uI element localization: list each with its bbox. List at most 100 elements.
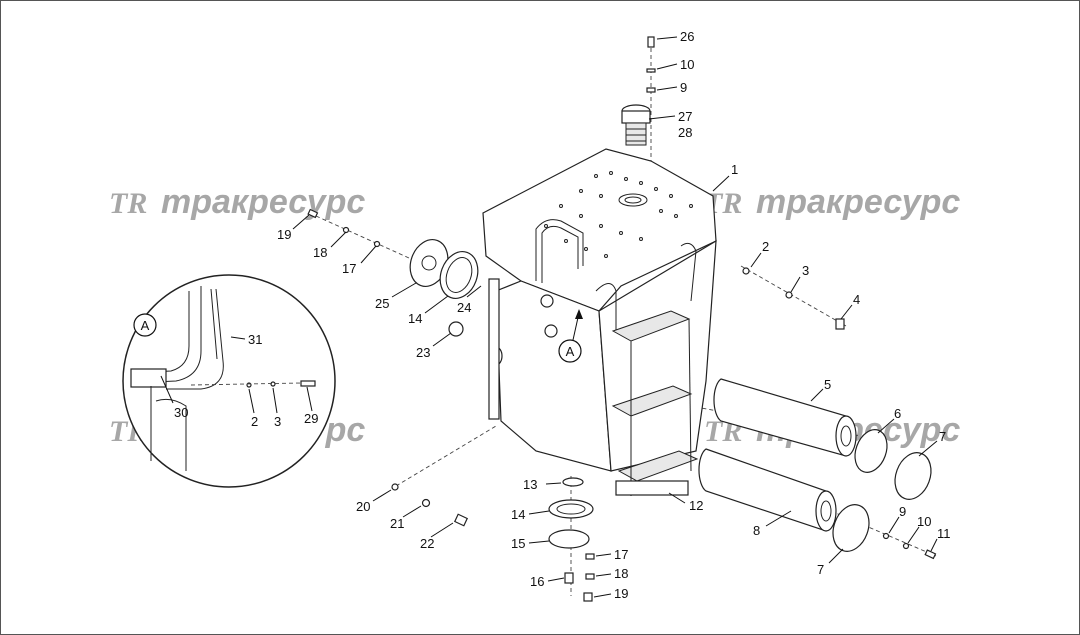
washer-21 xyxy=(421,498,431,508)
callout-2: 2 xyxy=(762,239,769,254)
tank-front xyxy=(495,280,612,472)
view-a-marker: A A xyxy=(133,309,583,363)
filter-element-8 xyxy=(698,448,837,532)
callout-14-lower: 14 xyxy=(511,507,525,522)
callout-23: 23 xyxy=(416,345,430,360)
detail-view-a xyxy=(122,274,336,488)
callout-31: 31 xyxy=(248,332,262,347)
gasket-6 xyxy=(854,429,888,473)
washer-18 xyxy=(342,226,350,234)
washer-2 xyxy=(742,267,750,275)
callout-1: 1 xyxy=(731,162,738,177)
cover-7-lower xyxy=(832,504,870,552)
callout-10: 10 xyxy=(680,57,694,72)
bolt-19 xyxy=(307,208,319,219)
plug-23 xyxy=(448,321,464,337)
screw-26 xyxy=(647,36,655,48)
watermark-1: TR тракресурс xyxy=(109,183,365,221)
top-perforations xyxy=(544,171,693,258)
hydraulic-tank xyxy=(482,148,717,496)
callout-11: 11 xyxy=(937,526,951,541)
handrail-left xyxy=(535,219,584,281)
callout-19: 19 xyxy=(277,227,291,242)
watermark-logo: TR xyxy=(109,187,147,220)
callout-5: 5 xyxy=(824,377,831,392)
seal-13 xyxy=(562,477,584,487)
callout-15: 15 xyxy=(511,536,525,551)
callout-30: 30 xyxy=(174,405,188,420)
watermark-text: тракресурс xyxy=(161,183,365,221)
washer-10 xyxy=(646,68,656,73)
bolt-18 xyxy=(585,573,595,580)
callout-10-lower: 10 xyxy=(917,514,931,529)
callout-19-lower: 19 xyxy=(614,586,628,601)
callout-21: 21 xyxy=(390,516,404,531)
step-12 xyxy=(615,480,689,496)
detail-bracket xyxy=(130,368,167,388)
callout-18-lower: 18 xyxy=(614,566,628,581)
detail-rail xyxy=(130,291,190,374)
detail-circle xyxy=(122,274,336,488)
port-lower xyxy=(544,324,558,338)
callout-28: 28 xyxy=(678,125,692,140)
washer-10 xyxy=(902,542,910,550)
plug-16 xyxy=(564,572,574,584)
washer-3 xyxy=(785,291,793,299)
callout-29: 29 xyxy=(304,411,318,426)
right-fasteners xyxy=(742,267,845,330)
callout-6: 6 xyxy=(894,406,901,421)
callout-4: 4 xyxy=(853,292,860,307)
filler-cap-assembly xyxy=(621,36,656,146)
callout-8: 8 xyxy=(753,523,760,538)
callout-17: 17 xyxy=(342,261,356,276)
detail-washer-3 xyxy=(270,381,276,387)
callout-9-lower: 9 xyxy=(899,504,906,519)
mount-bracket xyxy=(488,278,500,420)
washer-9 xyxy=(646,87,656,93)
callout-17-lower: 17 xyxy=(614,547,628,562)
callout-14: 14 xyxy=(408,311,422,326)
bolt-11 xyxy=(924,549,937,560)
plate-15 xyxy=(548,529,590,549)
callout-3: 3 xyxy=(802,263,809,278)
port-upper xyxy=(540,294,554,308)
callout-20: 20 xyxy=(356,499,370,514)
filter-element-5 xyxy=(713,378,857,457)
left-cover-assembly xyxy=(307,208,479,337)
bolt-19-lower xyxy=(583,592,593,602)
callout-25: 25 xyxy=(375,296,389,311)
washer-17 xyxy=(373,240,381,248)
watermark-text: тракресурс xyxy=(756,183,960,221)
callout-labels: 26 10 9 27 28 1 19 18 17 2 3 4 25 24 14 … xyxy=(174,29,951,601)
detail-bolt-29 xyxy=(300,380,316,387)
callout-22: 22 xyxy=(420,536,434,551)
callout-7-upper: 7 xyxy=(939,429,946,444)
callout-18: 18 xyxy=(313,245,327,260)
bolt-17 xyxy=(585,553,595,560)
ladder-steps xyxy=(611,310,699,496)
callout-24: 24 xyxy=(457,300,471,315)
drain-assembly xyxy=(548,477,595,602)
callout-3-detail: 3 xyxy=(274,414,281,429)
gasket-14-lower xyxy=(548,499,594,519)
bolt-4 xyxy=(835,318,845,330)
callout-9: 9 xyxy=(680,80,687,95)
handrail-right xyxy=(595,283,617,331)
callout-26: 26 xyxy=(680,29,694,44)
detail-rail-31 xyxy=(166,288,224,390)
callout-27: 27 xyxy=(678,109,692,124)
washer-20 xyxy=(391,483,399,491)
callout-7-lower: 7 xyxy=(817,562,824,577)
callout-12: 12 xyxy=(689,498,703,513)
cover-7-upper xyxy=(894,452,932,500)
gasket-14 xyxy=(439,251,479,299)
strainer xyxy=(625,122,647,146)
bolt-22 xyxy=(453,513,469,527)
lower-right-fasteners xyxy=(882,532,937,560)
view-label-detail: A xyxy=(141,318,150,333)
bottom-left-fasteners xyxy=(391,483,469,527)
callout-13: 13 xyxy=(523,477,537,492)
washer-9 xyxy=(882,532,890,540)
